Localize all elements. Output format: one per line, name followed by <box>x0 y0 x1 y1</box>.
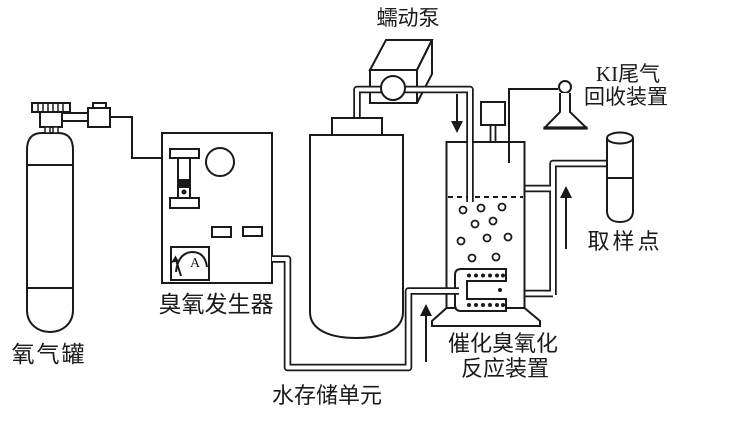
valve-body <box>39 111 63 128</box>
sampling-tube-body <box>606 138 634 224</box>
ki-recovery-label-line1: KI尾气 <box>596 62 660 86</box>
water-feed-line <box>353 85 474 202</box>
ozone-diffuser <box>454 268 507 312</box>
flow-arrow-up-inlet-icon <box>420 304 432 362</box>
water-storage-unit <box>309 134 404 340</box>
switch-left <box>211 226 232 238</box>
stirrer-shaft <box>489 125 497 142</box>
control-knob <box>205 147 235 177</box>
stirrer-motor-box <box>480 101 506 126</box>
pump-label: 蠕动泵 <box>377 6 440 30</box>
flask-mouth <box>558 80 572 94</box>
ki-recovery-flask <box>508 80 589 163</box>
diffuser-holes <box>467 273 505 307</box>
sampling-tube-top <box>606 131 634 145</box>
ki-recovery-label-line2: 回收装置 <box>584 85 668 109</box>
bubbles <box>456 202 513 263</box>
oxygen-tank-body <box>26 132 74 334</box>
ammeter <box>170 246 210 281</box>
pressure-regulator <box>87 107 111 128</box>
switch-right <box>242 226 263 237</box>
reactor-base <box>431 307 541 327</box>
flask-body <box>542 93 589 129</box>
reactor-label-line1: 催化臭氧化 <box>448 331 558 356</box>
ozone-generator-label: 臭氧发生器 <box>159 292 274 317</box>
ammeter-letter: A <box>190 256 201 271</box>
flow-meter <box>169 148 200 209</box>
oxygen-tank <box>26 102 163 334</box>
water-storage-label: 水存储单元 <box>272 383 382 408</box>
oxygen-supply-line <box>110 116 163 159</box>
water-storage-body <box>309 134 404 340</box>
ozone-generator <box>161 132 273 284</box>
valve-outlet-tube <box>61 112 89 122</box>
pump-roller <box>380 75 406 101</box>
valve-legs <box>44 126 59 134</box>
sample-line <box>525 159 607 298</box>
reactor-vessel <box>431 101 541 327</box>
sampling-point-label: 取样点 <box>587 229 662 254</box>
flow-arrow-down-icon <box>451 94 463 133</box>
tail-gas-line <box>508 88 558 163</box>
water-storage-cap <box>331 117 383 136</box>
oxygen-tank-label: 氧气罐 <box>12 342 87 367</box>
flow-arrow-up-outlet-icon <box>560 186 572 249</box>
ozone-gas-line <box>272 255 459 372</box>
reactor-label-line2: 反应装置 <box>461 356 549 381</box>
handwheel-hatching <box>37 103 64 112</box>
sampling-point <box>606 131 634 224</box>
